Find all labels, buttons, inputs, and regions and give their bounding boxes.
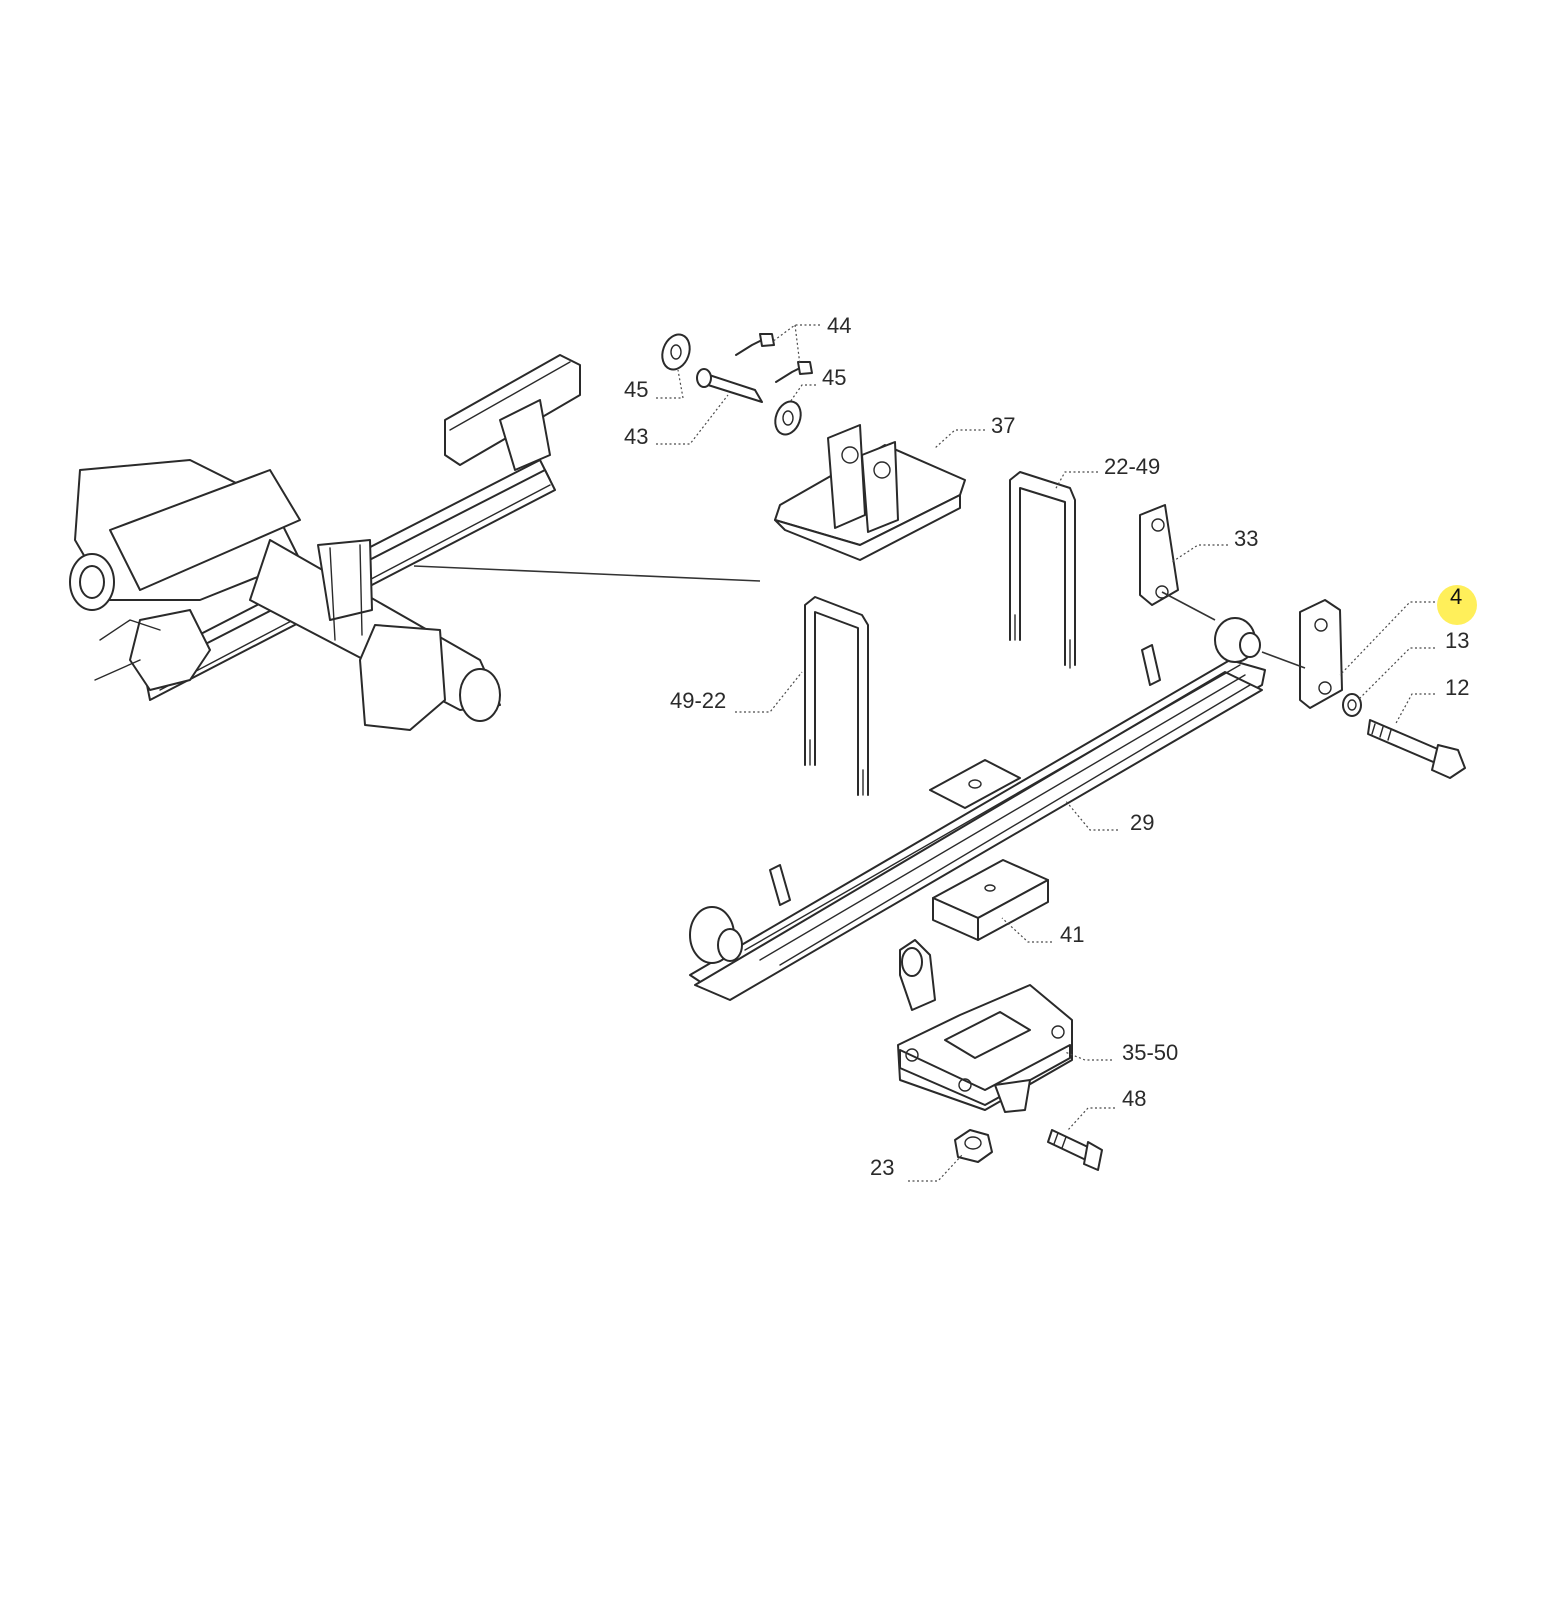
callout-33: 33: [1234, 526, 1258, 551]
callout-4-highlight: [1437, 585, 1477, 625]
part-33-shackle-plate: [1139, 504, 1179, 606]
callout-29: 29: [1130, 810, 1154, 835]
overview-connector-line: [413, 565, 761, 582]
callout-35-50: 35-50: [1122, 1040, 1178, 1065]
callout-43: 43: [624, 424, 648, 449]
part-41-spacer-block: [932, 859, 1049, 941]
callout-48: 48: [1122, 1086, 1146, 1111]
part-37-bracket: [774, 424, 966, 561]
callout-labels: 44 45 45 43 37 22-49 33 4 13 12 49-22 29…: [624, 313, 1469, 1180]
part-29-leaf-spring: [689, 617, 1266, 1001]
callout-12: 12: [1445, 675, 1469, 700]
callout-44: 44: [827, 313, 851, 338]
part-22-49-u-bolt: [1009, 471, 1076, 669]
part-23-nut: [954, 1129, 993, 1163]
part-45-washer-top: [661, 333, 691, 371]
overview-assembly: [69, 354, 581, 731]
callout-41: 41: [1060, 922, 1084, 947]
part-12-bolt: [1367, 719, 1466, 779]
callout-49-22: 49-22: [670, 688, 726, 713]
shackle-connector-lower: [1261, 651, 1306, 669]
part-45-washer-bottom: [774, 400, 802, 436]
callout-23: 23: [870, 1155, 894, 1180]
callout-22-49: 22-49: [1104, 454, 1160, 479]
part-49-22-u-bolt: [804, 596, 869, 796]
part-4-shackle-plate: [1299, 599, 1343, 709]
callout-13: 13: [1445, 628, 1469, 653]
callout-37: 37: [991, 413, 1015, 438]
callout-45-top: 45: [624, 377, 648, 402]
part-44-grease-nipples: [735, 333, 813, 383]
part-48-bolt: [1047, 1129, 1103, 1171]
callout-45-bottom: 45: [822, 365, 846, 390]
leader-lines: [656, 324, 1435, 1182]
callout-4: 4: [1450, 584, 1462, 609]
shackle-connector-upper: [1161, 591, 1216, 621]
part-35-50-axle-seat: [897, 939, 1073, 1113]
part-13-washer: [1342, 693, 1362, 717]
part-43-pin: [696, 368, 763, 403]
